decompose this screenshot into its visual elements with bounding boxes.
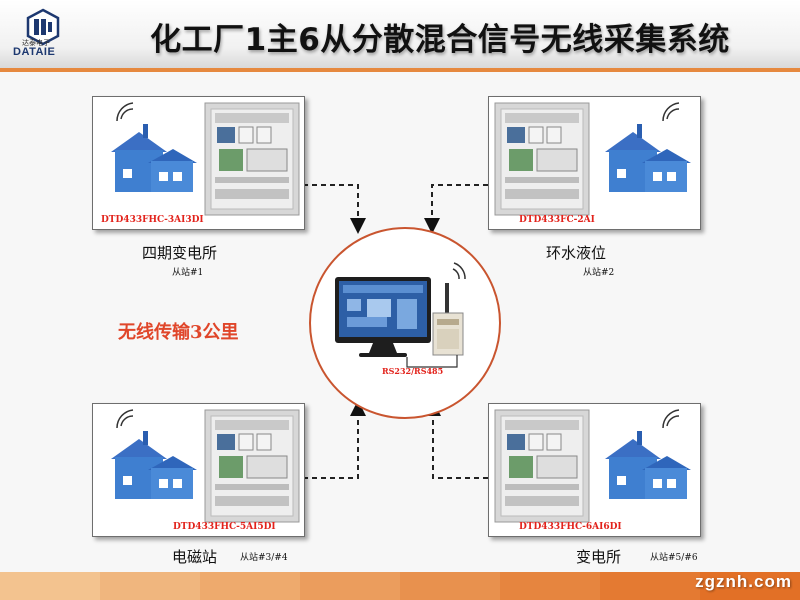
house-icon [111,409,197,499]
wireless-range-label: 无线传输3公里 [118,322,239,343]
dataie-logo [26,8,60,46]
station-model: DTD433FC-2AI [519,215,595,225]
house-icon [111,102,197,192]
station-1-illustration [111,102,300,216]
footer-strip [0,572,800,600]
page-title: 化工厂1主6从分散混合信号无线采集系统 [150,22,730,58]
station-4-name: 变电所 [576,548,622,566]
station-2-sub: 从站#2 [583,268,615,278]
station-1-sub: 从站#1 [172,268,204,278]
station-3-name: 电磁站 [172,548,218,566]
monitor-icon [335,277,431,357]
station-model: DTD433FHC-3AI3DI [101,215,204,225]
control-cabinet-image [204,409,300,523]
station-4-sub: 从站#5/#6 [650,553,698,563]
station-4-illustration [494,409,691,523]
logo-chinese-text: 达泰电子 [22,39,50,47]
logo-english-text: DATAIE [13,46,56,58]
station-1-card: DTD433FHC-3AI3DI [92,96,305,230]
arrow-station-4 [425,400,488,479]
arrow-station-1 [303,184,366,234]
station-2-card: DTD433FC-2AI [488,96,701,230]
station-2-illustration [494,102,691,216]
header: 达泰电子 DATAIE 化工厂1主6从分散混合信号无线采集系统 [0,0,800,68]
control-cabinet-image [204,102,300,216]
station-1-name: 四期变电所 [142,244,218,262]
control-cabinet-image [494,409,590,523]
station-2-name: 环水液位 [546,244,607,262]
master-radio-icon [432,262,466,356]
cable-line [406,355,458,368]
station-4-card: DTD433FHC-6AI6DI [488,403,701,537]
watermark: zgznh.com [695,572,792,591]
interface-label: RS232/RS485 [382,366,444,376]
station-3-illustration [111,409,300,523]
header-divider [0,68,800,72]
arrow-station-2 [424,184,488,234]
station-model: DTD433FHC-5AI5DI [173,522,276,532]
arrow-station-3 [303,400,366,479]
station-3-sub: 从站#3/#4 [240,553,288,563]
master-station-circle [309,227,501,419]
station-model: DTD433FHC-6AI6DI [519,522,622,532]
house-icon [605,102,691,192]
house-icon [605,409,691,499]
station-3-card: DTD433FHC-5AI5DI [92,403,305,537]
control-cabinet-image [494,102,590,216]
